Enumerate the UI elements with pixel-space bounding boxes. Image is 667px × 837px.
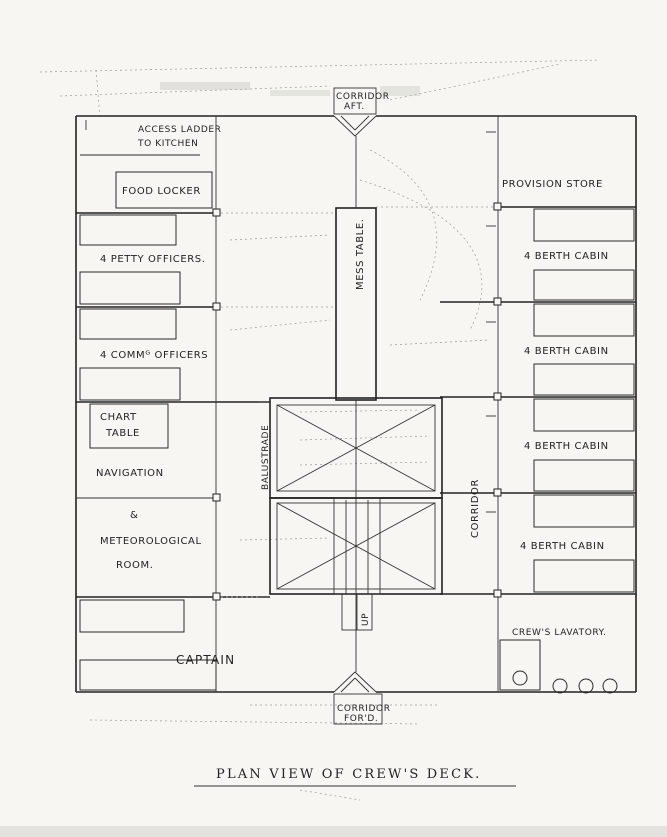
- mess-table: [335, 136, 377, 672]
- label-crews-lavatory: CREW'S LAVATORY.: [512, 628, 606, 638]
- label-chart-table-sub: TABLE: [105, 428, 140, 439]
- label-comm-officers: 4 COMMᴳ OFFICERS: [100, 350, 208, 361]
- label-captain: CAPTAIN: [176, 653, 235, 667]
- label-stair-up: UP: [361, 613, 371, 626]
- label-chart-table: CHART: [100, 412, 137, 423]
- scan-noise: [39, 59, 601, 801]
- label-berth-cabin-3: 4 BERTH CABIN: [524, 441, 609, 452]
- label-berth-cabin-1: 4 BERTH CABIN: [524, 251, 609, 262]
- label-ampersand: &: [130, 510, 138, 521]
- label-corridor-ford-sub: FOR'D.: [344, 714, 378, 724]
- drawing-title: PLAN VIEW OF CREW'S DECK.: [194, 767, 516, 787]
- structural-posts: [212, 202, 502, 601]
- starboard-partitions: [376, 116, 636, 692]
- label-corridor-vertical: CORRIDOR: [470, 479, 481, 538]
- room-labels: CORRIDOR AFT. ACCESS LADDER TO KITCHEN F…: [96, 92, 609, 724]
- label-access-ladder: ACCESS LADDER: [138, 125, 222, 135]
- page-title: PLAN VIEW OF CREW'S DECK.: [216, 767, 482, 782]
- label-meteorological: METEOROLOGICAL: [100, 536, 202, 547]
- label-berth-cabin-2: 4 BERTH CABIN: [524, 346, 609, 357]
- outer-walls: [75, 115, 637, 693]
- corridor-ticks: [85, 120, 496, 513]
- scan-bottom-edge: [0, 826, 667, 837]
- label-balustrade: BALUSTRADE: [261, 425, 271, 490]
- label-corridor-aft: CORRIDOR: [336, 92, 390, 102]
- label-corridor-ford: CORRIDOR: [337, 704, 391, 714]
- label-provision-store: PROVISION STORE: [502, 179, 603, 190]
- label-room: ROOM.: [116, 560, 154, 571]
- label-petty-officers: 4 PETTY OFFICERS.: [100, 254, 206, 265]
- lavatory-fixtures: [499, 639, 618, 694]
- label-mess-table: MESS TABLE.: [355, 218, 366, 290]
- label-berth-cabin-4: 4 BERTH CABIN: [520, 541, 605, 552]
- label-corridor-aft-sub: AFT.: [344, 102, 365, 112]
- stairwell: [258, 397, 443, 631]
- starboard-furniture: [533, 208, 635, 593]
- label-access-ladder-sub: TO KITCHEN: [137, 139, 198, 149]
- port-furniture: [79, 154, 217, 691]
- door-forward: [333, 671, 383, 725]
- door-aft: [333, 87, 377, 137]
- label-food-locker: FOOD LOCKER: [122, 186, 201, 197]
- label-navigation: NAVIGATION: [96, 468, 164, 479]
